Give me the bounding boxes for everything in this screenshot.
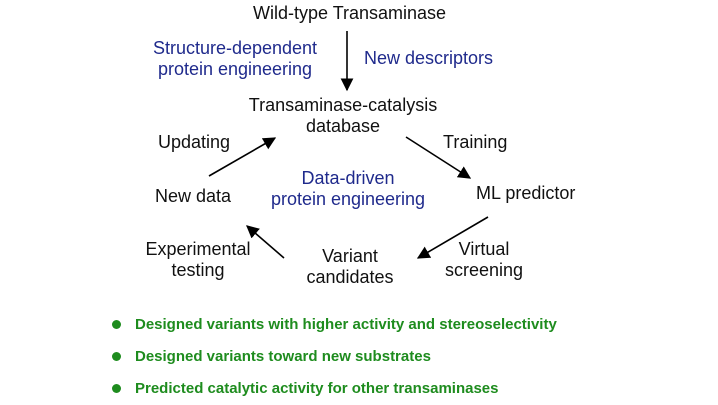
bullet-dot-icon — [112, 319, 121, 329]
label-virtual-line1: Virtual — [458, 239, 510, 259]
label-training: Training — [443, 132, 508, 152]
node-variant-line2: candidates — [306, 266, 394, 287]
bullet-dot-icon — [112, 351, 121, 361]
outcome-text: Designed variants with higher activity a… — [135, 315, 557, 333]
label-center-line1: Data-driven — [301, 168, 395, 188]
label-new-descriptors: New descriptors — [364, 48, 494, 68]
node-variant-line1: Variant — [322, 246, 378, 266]
label-structure-line1: Structure-dependent — [152, 38, 318, 58]
label-updating: Updating — [158, 132, 231, 152]
label-virtual-line2: screening — [444, 259, 524, 280]
node-variant-candidates: Variant candidates — [283, 246, 417, 287]
label-structure-dependent-engineering: Structure-dependent protein engineering — [138, 38, 332, 79]
outcome-item: Predicted catalytic activity for other t… — [112, 372, 557, 404]
label-experimental-testing: Experimental testing — [130, 239, 266, 280]
outcome-list: Designed variants with higher activity a… — [112, 308, 557, 404]
label-structure-line2: protein engineering — [157, 58, 313, 79]
bullet-dot-icon — [112, 383, 121, 393]
arrow-ml-predictor-to-variants — [416, 216, 489, 259]
label-experimental-line1: Experimental — [145, 239, 251, 259]
outcome-item: Designed variants with higher activity a… — [112, 308, 557, 340]
arrow-variants-to-new-data — [246, 225, 285, 259]
outcome-item: Designed variants toward new substrates — [112, 340, 557, 372]
outcome-text: Predicted catalytic activity for other t… — [135, 379, 499, 397]
node-new-data: New data — [155, 186, 232, 206]
label-experimental-line2: testing — [171, 259, 225, 280]
label-virtual-screening: Virtual screening — [428, 239, 540, 280]
arrow-database-to-ml-predictor — [405, 136, 472, 179]
node-database-line1: Transaminase-catalysis — [248, 95, 438, 115]
label-center-line2: protein engineering — [270, 188, 426, 209]
outcome-text: Designed variants toward new substrates — [135, 347, 431, 365]
label-data-driven-engineering: Data-driven protein engineering — [252, 168, 444, 209]
node-database: Transaminase-catalysis database — [220, 95, 466, 136]
arrow-new-data-to-database — [208, 137, 277, 177]
node-database-line2: database — [305, 115, 381, 136]
node-ml-predictor: ML predictor — [476, 183, 576, 203]
node-wild-type-transaminase: Wild-type Transaminase — [253, 3, 447, 23]
